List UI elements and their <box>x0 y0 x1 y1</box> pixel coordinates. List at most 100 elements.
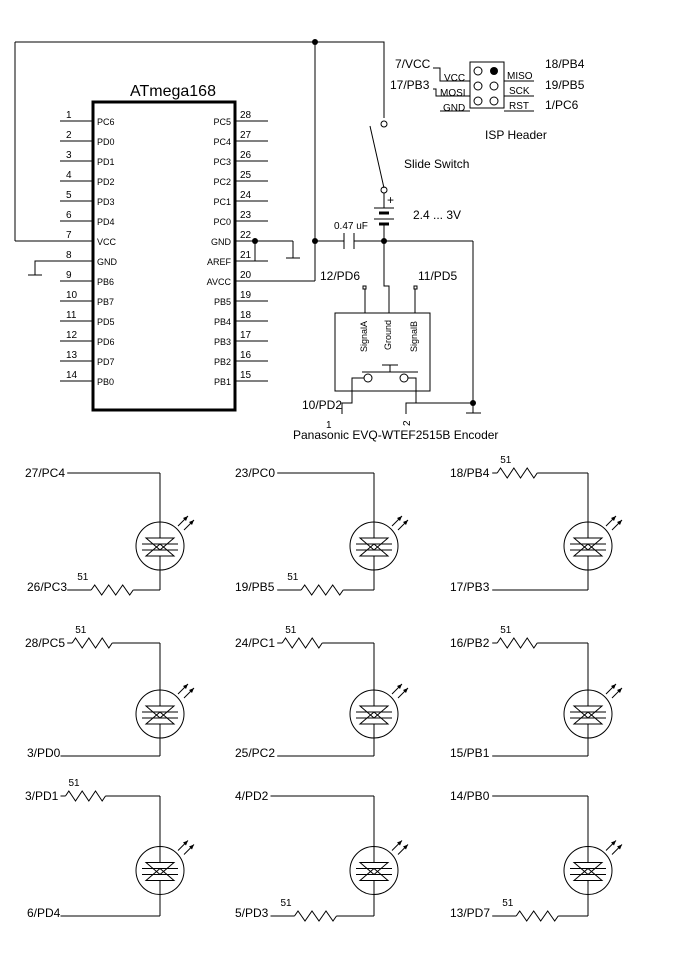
mcu-pin-name: PC0 <box>213 217 231 227</box>
junction-dot <box>470 400 476 406</box>
encoder-pin2: 2 <box>402 420 413 426</box>
led-bottom-label: 13/PD7 <box>450 906 490 920</box>
led-top-label: 23/PC0 <box>235 466 275 480</box>
mcu-pin-number: 24 <box>240 190 252 201</box>
mcu-pin-name: PB4 <box>214 317 231 327</box>
mcu-pin-name: PD7 <box>97 357 115 367</box>
mcu-pin-name: PC5 <box>213 117 231 127</box>
led-circuit: 27/PC4 26/PC3 51 <box>25 466 195 596</box>
mcu-pin-name: AVCC <box>207 277 232 287</box>
isp-pin-vcc: VCC <box>444 73 465 84</box>
led-top-label: 3/PD1 <box>25 789 59 803</box>
led-top-label: 4/PD2 <box>235 789 269 803</box>
mcu-pin-name: PB2 <box>214 357 231 367</box>
resistor-value: 51 <box>75 625 87 636</box>
mcu-pin-name: PB5 <box>214 297 231 307</box>
mcu-pin-number: 28 <box>240 110 252 121</box>
resistor-value: 51 <box>500 625 512 636</box>
mcu-pin-name: GND <box>211 237 232 247</box>
capacitor: 0.47 uF <box>334 221 368 249</box>
led-icon <box>563 521 613 571</box>
mcu-pin-number: 14 <box>66 370 78 381</box>
mcu-pin-name: PD0 <box>97 137 115 147</box>
mcu-pin-number: 16 <box>240 350 252 361</box>
mcu-pin-number: 21 <box>240 250 252 261</box>
battery: + 2.4 ... 3V <box>374 193 461 241</box>
resistor <box>294 910 337 922</box>
led-bottom-label: 25/PC2 <box>235 746 275 760</box>
resistor <box>65 790 106 802</box>
resistor-value: 51 <box>77 572 89 583</box>
isp-mosi-label: 17/PB3 <box>390 78 430 92</box>
led-bottom-label: 6/PD4 <box>27 906 61 920</box>
resistor-value: 51 <box>287 572 299 583</box>
resistor <box>90 584 134 596</box>
mcu-pin-name: PD3 <box>97 197 115 207</box>
isp-pin-mosi: MOSI <box>440 88 466 99</box>
mcu-pin-number: 22 <box>240 230 252 241</box>
isp-pin-sck: SCK <box>509 86 530 97</box>
led-top-label: 24/PC1 <box>235 636 275 650</box>
mcu-pin-number: 8 <box>66 250 72 261</box>
led-icon <box>135 689 185 739</box>
mcu-body <box>91 100 237 412</box>
resistor <box>496 467 538 479</box>
mcu-pin-number: 13 <box>66 350 78 361</box>
led-top-label: 18/PB4 <box>450 466 490 480</box>
encoder-switch-label: 10/PD2 <box>302 398 342 412</box>
cap-label: 0.47 uF <box>334 221 368 232</box>
mcu-pin-number: 15 <box>240 370 252 381</box>
mcu-pin-name: PC1 <box>213 197 231 207</box>
isp-pin-gnd: GND <box>443 103 465 114</box>
mcu-pin-number: 20 <box>240 270 252 281</box>
mcu-pin-number: 2 <box>66 130 72 141</box>
mcu-pin-number: 9 <box>66 270 72 281</box>
isp-pin-rst: RST <box>509 101 529 112</box>
resistor-value: 51 <box>281 898 293 909</box>
mcu-pin-name: PD5 <box>97 317 115 327</box>
mcu-pin-name: PB7 <box>97 297 114 307</box>
battery-label: 2.4 ... 3V <box>413 208 461 222</box>
led-icon <box>349 521 399 571</box>
junction-dot <box>312 39 318 45</box>
mcu-pin-name: PC6 <box>97 117 115 127</box>
mcu-pin-number: 19 <box>240 290 252 301</box>
led-top-label: 27/PC4 <box>25 466 65 480</box>
mcu-pin-number: 12 <box>66 330 78 341</box>
isp-pin-miso: MISO <box>507 71 533 82</box>
resistor <box>515 910 559 922</box>
encoder: 12/PD6 11/PD5 SignalA Ground SignalB 1 2… <box>293 241 498 442</box>
mcu-pin-name: PC3 <box>213 157 231 167</box>
resistor <box>496 637 538 649</box>
mcu-right-pins: 28PC527PC426PC325PC224PC123PC022GND21ARE… <box>207 110 268 387</box>
resistor <box>281 637 323 649</box>
mcu-pin-name: PC4 <box>213 137 231 147</box>
led-bottom-label: 17/PB3 <box>450 580 490 594</box>
isp-rst-label: 1/PC6 <box>545 98 579 112</box>
resistor-value: 51 <box>285 625 297 636</box>
mcu-pin-name: PD4 <box>97 217 115 227</box>
mcu-pin-number: 6 <box>66 210 72 221</box>
mcu-pin-name: PD6 <box>97 337 115 347</box>
mcu-pin-number: 27 <box>240 130 252 141</box>
mcu-pin-name: PB3 <box>214 337 231 347</box>
led-bottom-label: 26/PC3 <box>27 580 67 594</box>
led-array: 27/PC426/PC35123/PC019/PB55118/PB417/PB3… <box>25 455 623 922</box>
mcu-pin-number: 11 <box>66 310 77 321</box>
resistor-value: 51 <box>502 898 514 909</box>
isp-vcc-label: 7/VCC <box>395 57 431 71</box>
mcu-left-pins: 1PC62PD03PD14PD25PD36PD47VCC8GND9PB610PB… <box>60 110 118 387</box>
isp-header: 7/VCC 17/PB3 VCC MOSI GND MISO SCK RST 1… <box>390 57 585 142</box>
mcu-pin-number: 26 <box>240 150 252 161</box>
slide-switch: Slide Switch <box>369 120 469 208</box>
led-icon <box>563 689 613 739</box>
isp-sck-label: 19/PB5 <box>545 78 585 92</box>
encoder-sig-a-label: 12/PD6 <box>320 269 360 283</box>
resistor-value: 51 <box>69 778 81 789</box>
